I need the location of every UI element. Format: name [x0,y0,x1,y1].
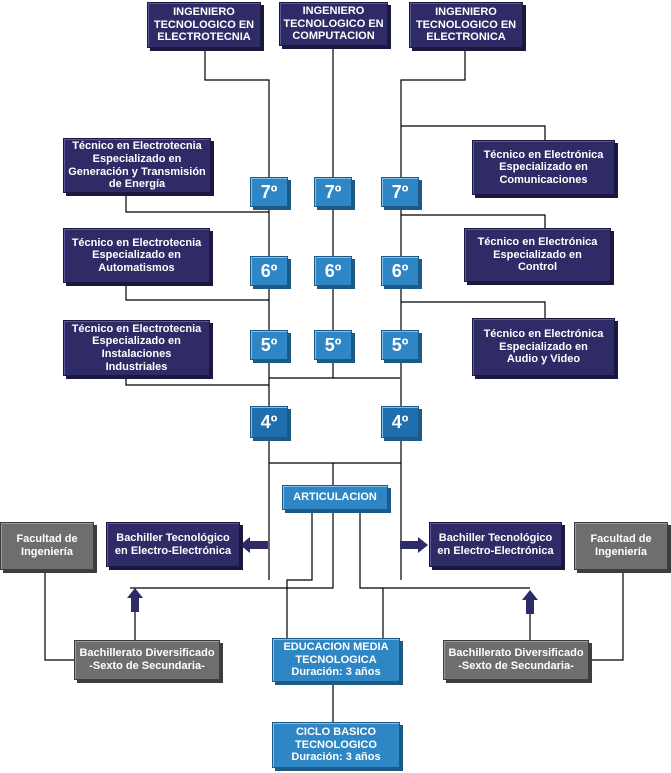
box-tecnico-instalaciones: Técnico en Electrotecnia Especializado e… [63,320,210,376]
box-ingeniero-electrotecnia: INGENIERO TECNOLOGICO EN ELECTROTECNIA [147,2,261,48]
ingeniero-electronica-label: INGENIERO TECNOLOGICO EN ELECTRONICA [415,6,517,44]
level-6-right: 6º [381,256,419,286]
level-5-center-label: 5º [324,334,342,355]
box-ciclo-basico: CICLO BASICO TECNOLOGICO Duración: 3 año… [272,722,400,768]
box-tecnico-audio: Técnico en Electrónica Especializado en … [472,318,615,376]
box-articulacion: ARTICULACION [282,485,388,510]
level-6-left-label: 6º [260,260,278,281]
ingeniero-computacion-label: INGENIERO TECNOLOGICO EN COMPUTACION [283,5,384,43]
level-4-left: 4º [250,406,288,438]
box-tecnico-comunicaciones: Técnico en Electrónica Especializado en … [472,140,615,195]
facultad-left-label: Facultad de Ingeniería [16,533,78,558]
level-4-right: 4º [381,406,419,438]
level-6-center: 6º [314,256,352,286]
tecnico-automatismos-label: Técnico en Electrotecnia Especializado e… [71,236,202,274]
level-7-left-label: 7º [260,181,278,202]
tecnico-audio-label: Técnico en Electrónica Especializado en … [483,328,604,366]
level-6-left: 6º [250,256,288,286]
box-ingeniero-electronica: INGENIERO TECNOLOGICO EN ELECTRONICA [409,2,523,48]
level-7-center: 7º [314,177,352,207]
arrow-right-icon [400,537,428,553]
tecnico-comunicaciones-label: Técnico en Electrónica Especializado en … [483,148,604,186]
educacion-media-label: EDUCACION MEDIA TECNOLOGICA Duración: 3 … [283,641,389,679]
arrow-up-right-icon [522,590,538,614]
tecnico-instalaciones-label: Técnico en Electrotecnia Especializado e… [71,322,202,373]
level-7-right-label: 7º [391,181,409,202]
level-7-left: 7º [250,177,288,207]
level-5-left-label: 5º [260,334,278,355]
arrow-up-left-icon [127,588,143,612]
box-tecnico-energia: Técnico en Electrotecnia Especializado e… [63,138,211,193]
bachillerato-diversificado-right-label: Bachillerato Diversificado -Sexto de Sec… [448,647,584,672]
box-bachiller-tecnologico-left: Bachiller Tecnológico en Electro-Electró… [106,522,240,567]
tecnico-control-label: Técnico en Electrónica Especializado en … [477,236,598,274]
level-5-right: 5º [381,330,419,360]
level-5-center: 5º [314,330,352,360]
tecnico-energia-label: Técnico en Electrotecnia Especializado e… [68,140,206,191]
level-7-right: 7º [381,177,419,207]
articulacion-label: ARTICULACION [293,491,377,504]
box-tecnico-automatismos: Técnico en Electrotecnia Especializado e… [63,228,210,283]
level-5-right-label: 5º [391,334,409,355]
level-7-center-label: 7º [324,181,342,202]
facultad-right-label: Facultad de Ingeniería [590,533,652,558]
arrow-left-icon [240,537,268,553]
level-5-left: 5º [250,330,288,360]
box-educacion-media: EDUCACION MEDIA TECNOLOGICA Duración: 3 … [272,638,400,682]
box-bachillerato-diversificado-right: Bachillerato Diversificado -Sexto de Sec… [443,640,589,680]
bachiller-tecnologico-left-label: Bachiller Tecnológico en Electro-Electró… [114,531,232,557]
ingeniero-electrotecnia-label: INGENIERO TECNOLOGICO EN ELECTROTECNIA [153,6,255,44]
box-ingeniero-computacion: INGENIERO TECNOLOGICO EN COMPUTACION [279,2,388,46]
level-6-right-label: 6º [391,260,409,281]
box-facultad-left: Facultad de Ingeniería [0,522,94,570]
ciclo-basico-label: CICLO BASICO TECNOLOGICO Duración: 3 año… [291,726,381,764]
box-facultad-right: Facultad de Ingeniería [574,522,668,570]
bachillerato-diversificado-left-label: Bachillerato Diversificado -Sexto de Sec… [79,647,215,672]
level-4-left-label: 4º [260,411,278,432]
box-bachillerato-diversificado-left: Bachillerato Diversificado -Sexto de Sec… [74,640,220,680]
bachiller-tecnologico-right-label: Bachiller Tecnológico en Electro-Electró… [437,531,554,557]
level-4-right-label: 4º [391,411,409,432]
box-bachiller-tecnologico-right: Bachiller Tecnológico en Electro-Electró… [429,522,562,567]
box-tecnico-control: Técnico en Electrónica Especializado en … [464,228,611,282]
level-6-center-label: 6º [324,260,342,281]
